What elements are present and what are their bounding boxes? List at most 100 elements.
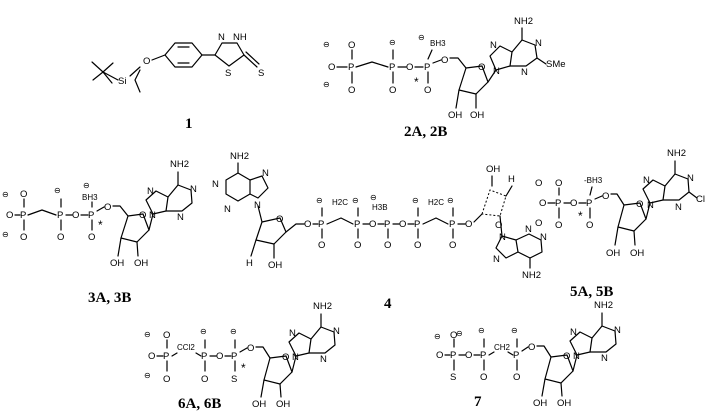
compound-4: NH2 N N N N O H OH O P ⊖ O H2C P ⊖ O O P… — [212, 151, 547, 312]
svg-text:O: O — [495, 220, 502, 231]
nh-atom: NH — [233, 32, 247, 43]
svg-text:O: O — [535, 178, 542, 189]
svg-text:P: P — [231, 351, 237, 362]
svg-text:N: N — [224, 204, 231, 215]
n-atom: N — [218, 32, 225, 43]
svg-text:BH3: BH3 — [82, 193, 98, 202]
svg-text:O: O — [276, 214, 283, 225]
svg-text:⊖: ⊖ — [2, 230, 9, 239]
svg-text:O: O — [88, 232, 95, 243]
svg-text:O: O — [636, 199, 643, 210]
svg-text:⊖: ⊖ — [478, 326, 485, 335]
svg-text:⊖: ⊖ — [511, 326, 518, 335]
svg-text:P: P — [348, 62, 354, 73]
svg-text:O: O — [465, 350, 472, 361]
svg-text:N: N — [643, 175, 650, 186]
svg-text:N: N — [535, 38, 542, 49]
svg-text:H2C: H2C — [428, 198, 444, 207]
svg-text:O: O — [399, 219, 406, 230]
svg-text:N: N — [490, 40, 497, 51]
svg-text:NH2: NH2 — [230, 151, 249, 162]
svg-text:O: O — [450, 330, 457, 341]
svg-text:N: N — [601, 353, 608, 364]
svg-text:N: N — [147, 186, 154, 197]
svg-text:NH2: NH2 — [170, 159, 189, 170]
svg-text:O: O — [247, 343, 254, 354]
svg-text:⊖: ⊖ — [352, 196, 359, 205]
svg-text:O: O — [535, 218, 542, 229]
svg-text:N: N — [647, 200, 654, 211]
svg-text:CH2: CH2 — [494, 343, 511, 352]
compound-label-4: 4 — [384, 296, 392, 312]
svg-text:O: O — [478, 62, 485, 73]
svg-text:P: P — [354, 219, 360, 230]
svg-text:O: O — [436, 350, 443, 361]
svg-text:O: O — [148, 351, 155, 362]
svg-text:H3B: H3B — [372, 203, 388, 212]
svg-text:P: P — [20, 210, 26, 221]
svg-text:N: N — [499, 232, 506, 243]
svg-text:P: P — [555, 198, 561, 209]
svg-text:-BH3: -BH3 — [584, 176, 603, 185]
svg-text:P: P — [480, 350, 486, 361]
compound-3: ⊖ ⊖ O P O O P ⊖ O O P ⊖ BH3 O * O O OH O… — [2, 159, 197, 306]
svg-text:OH: OH — [557, 398, 571, 409]
svg-text:P: P — [586, 198, 592, 209]
compound-2: ⊖ ⊖ O P O O P ⊖ O O P ⊖ BH3 O * O O OH O… — [323, 16, 566, 140]
svg-text:⊖: ⊖ — [370, 193, 377, 202]
svg-text:N: N — [521, 67, 528, 78]
svg-text:O: O — [369, 219, 376, 230]
svg-text:O: O — [414, 240, 421, 251]
svg-text:OH: OH — [252, 399, 266, 410]
svg-text:OH: OH — [533, 398, 547, 409]
svg-text:NH2: NH2 — [313, 301, 332, 312]
svg-text:⊖: ⊖ — [323, 80, 330, 89]
svg-text:O: O — [424, 85, 431, 96]
svg-text:⊖: ⊖ — [200, 327, 207, 336]
svg-text:O: O — [72, 210, 79, 221]
svg-text:H: H — [508, 174, 515, 185]
svg-text:P: P — [57, 210, 63, 221]
svg-text:⊖: ⊖ — [230, 327, 237, 336]
svg-text:N: N — [289, 328, 296, 339]
svg-text:N: N — [149, 210, 156, 221]
svg-text:O: O — [139, 210, 146, 221]
svg-text:N: N — [540, 232, 547, 243]
svg-text:SMe: SMe — [546, 59, 566, 70]
si-atom: Si — [118, 76, 126, 87]
compound-1: Si O N NH S S 1 — [91, 32, 264, 132]
svg-text:⊖: ⊖ — [389, 38, 396, 47]
svg-text:O: O — [354, 240, 361, 251]
svg-text:N: N — [493, 254, 500, 265]
svg-text:O: O — [528, 342, 535, 353]
svg-text:N: N — [687, 173, 694, 184]
svg-text:*: * — [241, 361, 246, 375]
svg-text:O: O — [348, 40, 355, 51]
compound-6: ⊖ ⊖ O P O O CCl2 P ⊖ O O P ⊖ S * O O OH … — [144, 301, 340, 412]
svg-text:O: O — [389, 85, 396, 96]
svg-text:O: O — [304, 219, 311, 230]
svg-text:O: O — [57, 232, 64, 243]
svg-text:O: O — [555, 220, 562, 231]
svg-text:⊖: ⊖ — [434, 332, 441, 341]
compound-label-3: 3A, 3B — [88, 290, 131, 306]
svg-text:P: P — [449, 219, 455, 230]
svg-text:P: P — [424, 62, 430, 73]
svg-text:O: O — [163, 330, 170, 341]
svg-text:OH: OH — [134, 258, 148, 269]
compound-label-2: 2A, 2B — [404, 124, 447, 140]
svg-text:O: O — [406, 62, 413, 73]
svg-text:P: P — [163, 351, 169, 362]
svg-text:*: * — [578, 209, 583, 223]
svg-text:H: H — [246, 258, 253, 269]
svg-text:OH: OH — [630, 248, 644, 259]
svg-text:N: N — [525, 224, 532, 235]
svg-text:O: O — [104, 202, 111, 213]
svg-text:BH3: BH3 — [430, 39, 446, 48]
svg-text:⊖: ⊖ — [323, 40, 330, 49]
svg-text:OH: OH — [110, 258, 124, 269]
svg-text:N: N — [675, 202, 682, 213]
svg-text:OH: OH — [276, 399, 290, 410]
